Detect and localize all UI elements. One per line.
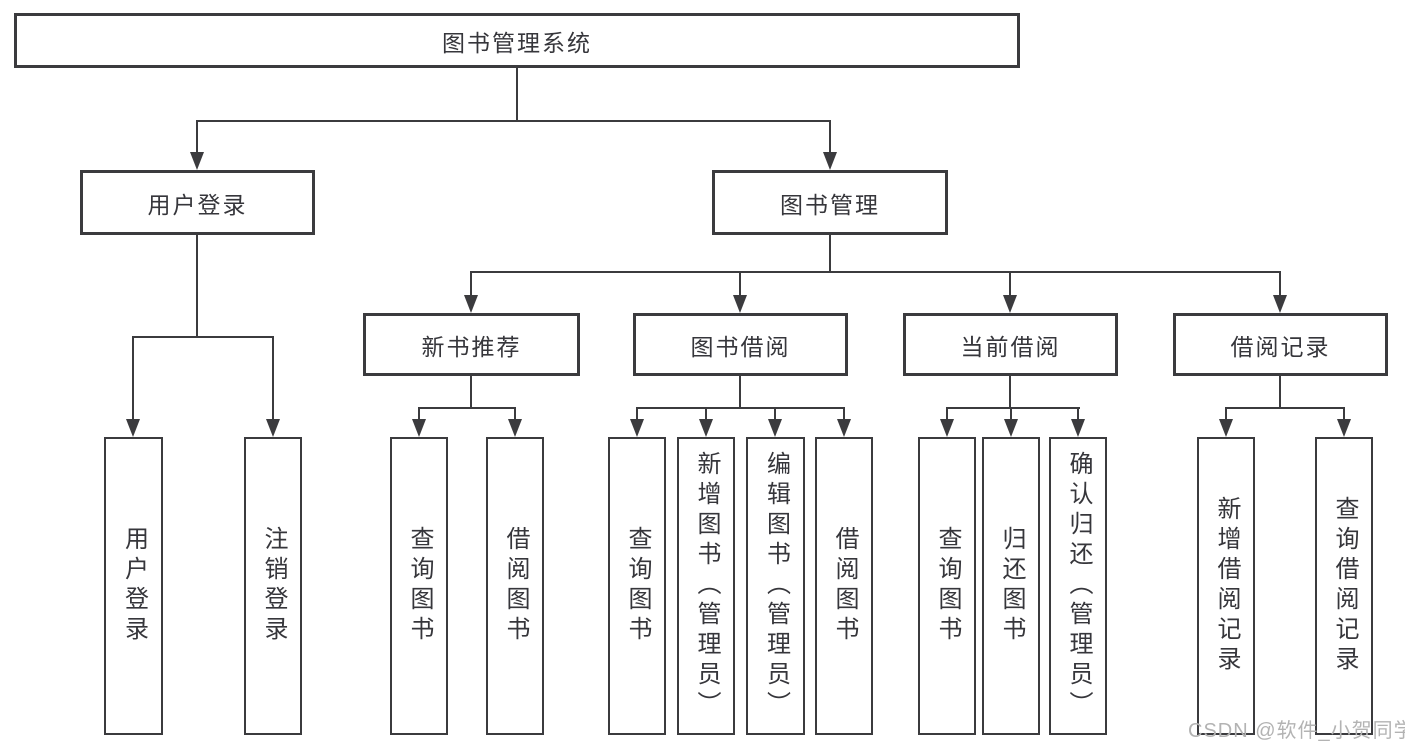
node-current-borrow-label: 当前借阅	[960, 333, 1061, 360]
node-book-borrow: 图书借阅	[633, 313, 848, 376]
connector-line	[1225, 407, 1345, 409]
connector-line	[1279, 271, 1281, 297]
arrow-down-icon	[1337, 419, 1351, 437]
connector-line	[705, 407, 707, 421]
arrow-down-icon	[940, 419, 954, 437]
connector-line	[636, 407, 638, 421]
arrow-down-icon	[823, 152, 837, 170]
connector-line	[636, 407, 845, 409]
connector-line	[1009, 271, 1011, 297]
connector-line	[470, 271, 472, 297]
connector-line	[1010, 407, 1012, 421]
connector-line	[843, 407, 845, 421]
connector-line	[774, 407, 776, 421]
connector-line	[196, 120, 198, 154]
connector-line	[132, 336, 134, 419]
connector-line	[946, 407, 948, 421]
leaf-borrow-add-books-admin: 新增图书（管理员）	[677, 437, 735, 735]
connector-line	[418, 407, 516, 409]
leaf-borrow-edit-books-admin: 编辑图书（管理员）	[746, 437, 805, 735]
connector-line	[1077, 407, 1079, 421]
connector-line	[470, 376, 472, 408]
connector-line	[1009, 376, 1011, 408]
leaf-current-return-books-label: 归还图书	[998, 526, 1025, 646]
connector-line	[516, 68, 518, 121]
node-borrow-records-label: 借阅记录	[1230, 333, 1331, 360]
node-current-borrow: 当前借阅	[903, 313, 1118, 376]
node-book-management: 图书管理	[712, 170, 948, 235]
arrow-down-icon	[1273, 295, 1287, 313]
leaf-current-confirm-return-admin-label: 确认归还（管理员）	[1065, 451, 1092, 721]
leaf-borrow-borrow-books-label: 借阅图书	[831, 526, 858, 646]
connector-line	[739, 271, 741, 297]
node-library-management-system: 图书管理系统	[14, 13, 1020, 68]
csdn-watermark: CSDN @软件_小贺同学	[1188, 720, 1405, 742]
leaf-borrow-edit-books-admin-label: 编辑图书（管理员）	[762, 451, 790, 721]
arrow-down-icon	[733, 295, 747, 313]
connector-line	[470, 271, 1281, 273]
leaf-current-confirm-return-admin: 确认归还（管理员）	[1049, 437, 1107, 735]
leaf-borrow-add-books-admin-label: 新增图书（管理员）	[693, 451, 720, 721]
arrow-down-icon	[190, 152, 204, 170]
node-user-login: 用户登录	[80, 170, 315, 235]
arrow-down-icon	[1004, 419, 1018, 437]
arrow-down-icon	[699, 419, 713, 437]
leaf-borrow-query-books: 查询图书	[608, 437, 666, 735]
connector-line	[272, 336, 274, 419]
arrow-down-icon	[1071, 419, 1085, 437]
leaf-current-return-books: 归还图书	[982, 437, 1040, 735]
connector-line	[829, 120, 831, 154]
connector-line	[418, 407, 420, 421]
leaf-records-add-record: 新增借阅记录	[1197, 437, 1255, 735]
leaf-logout-label: 注销登录	[260, 526, 287, 646]
node-book-management-label: 图书管理	[780, 191, 880, 218]
leaf-recommend-query-books: 查询图书	[390, 437, 448, 735]
connector-line	[946, 407, 1080, 409]
connector-line	[1225, 407, 1227, 421]
leaf-recommend-borrow-books-label: 借阅图书	[502, 526, 529, 646]
node-book-borrow-label: 图书借阅	[690, 333, 791, 360]
connector-line	[739, 376, 741, 408]
arrow-down-icon	[1219, 419, 1233, 437]
leaf-borrow-query-books-label: 查询图书	[624, 526, 651, 646]
arrow-down-icon	[464, 295, 478, 313]
arrow-down-icon	[508, 419, 522, 437]
connector-line	[1343, 407, 1345, 421]
leaf-records-query-record-label: 查询借阅记录	[1331, 496, 1358, 676]
arrow-down-icon	[266, 419, 280, 437]
arrow-down-icon	[126, 419, 140, 437]
leaf-records-add-record-label: 新增借阅记录	[1213, 496, 1240, 676]
leaf-recommend-query-books-label: 查询图书	[406, 526, 433, 646]
leaf-user-login: 用户登录	[104, 437, 163, 735]
connector-line	[1279, 376, 1281, 408]
leaf-current-query-books-label: 查询图书	[934, 526, 961, 646]
node-library-management-system-label: 图书管理系统	[442, 29, 592, 56]
leaf-current-query-books: 查询图书	[918, 437, 976, 735]
arrow-down-icon	[768, 419, 782, 437]
connector-line	[829, 235, 831, 272]
leaf-records-query-record: 查询借阅记录	[1315, 437, 1373, 735]
node-borrow-records: 借阅记录	[1173, 313, 1388, 376]
arrow-down-icon	[1003, 295, 1017, 313]
node-new-book-recommend-label: 新书推荐	[421, 333, 522, 360]
node-user-login-label: 用户登录	[147, 191, 248, 218]
arrow-down-icon	[412, 419, 426, 437]
connector-line	[196, 120, 831, 122]
arrow-down-icon	[837, 419, 851, 437]
arrow-down-icon	[630, 419, 644, 437]
connector-line	[514, 407, 516, 421]
connector-line	[132, 336, 274, 338]
leaf-borrow-borrow-books: 借阅图书	[815, 437, 873, 735]
leaf-user-login-label: 用户登录	[120, 526, 148, 646]
node-new-book-recommend: 新书推荐	[363, 313, 580, 376]
connector-line	[196, 235, 198, 337]
leaf-logout: 注销登录	[244, 437, 302, 735]
leaf-recommend-borrow-books: 借阅图书	[486, 437, 544, 735]
